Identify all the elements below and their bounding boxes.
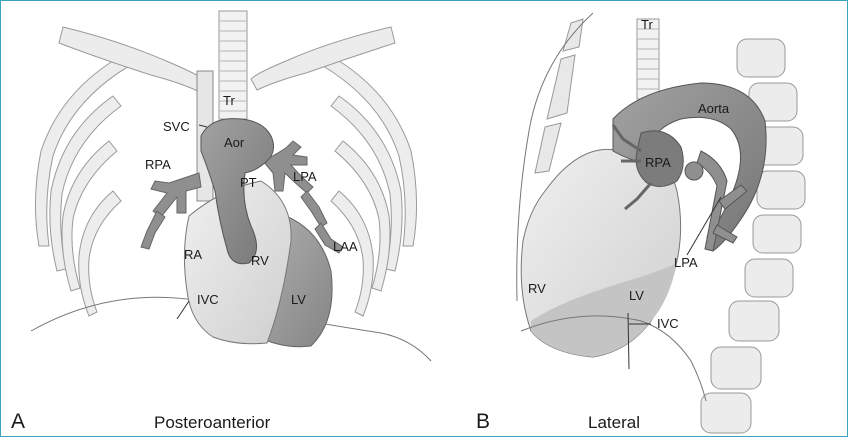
ribs-left bbox=[35, 56, 129, 316]
panel-a-drawing bbox=[31, 11, 431, 361]
label-aorta: Aorta bbox=[698, 101, 730, 116]
label-lv-b: LV bbox=[629, 288, 644, 303]
clavicle-right bbox=[251, 27, 395, 90]
label-rpa-a: RPA bbox=[145, 157, 171, 172]
sternum bbox=[535, 19, 583, 173]
label-laa: LAA bbox=[333, 239, 358, 254]
label-lpa-a: LPA bbox=[293, 169, 317, 184]
label-rv-a: RV bbox=[251, 253, 269, 268]
label-tr-b: Tr bbox=[641, 17, 653, 32]
label-ivc-b: IVC bbox=[657, 316, 679, 331]
label-rv-b: RV bbox=[528, 281, 546, 296]
label-aor: Aor bbox=[224, 135, 245, 150]
panel-letter-a: A bbox=[11, 410, 25, 433]
label-lpa-b: LPA bbox=[674, 255, 698, 270]
label-svc: SVC bbox=[163, 119, 190, 134]
panel-letter-b: B bbox=[476, 410, 490, 433]
ivc-leader-a bbox=[177, 301, 189, 319]
label-lv-a: LV bbox=[291, 292, 306, 307]
label-ra: RA bbox=[184, 247, 202, 262]
label-rpa-b: RPA bbox=[645, 155, 671, 170]
panel-b-drawing bbox=[517, 13, 805, 433]
clavicle-left bbox=[59, 27, 206, 92]
ribs-right bbox=[323, 56, 417, 316]
label-ivc-a: IVC bbox=[197, 292, 219, 307]
caption-a: Posteroanterior bbox=[154, 413, 271, 432]
label-pt: PT bbox=[240, 175, 257, 190]
label-tr-a: Tr bbox=[223, 93, 235, 108]
caption-b: Lateral bbox=[588, 413, 640, 432]
